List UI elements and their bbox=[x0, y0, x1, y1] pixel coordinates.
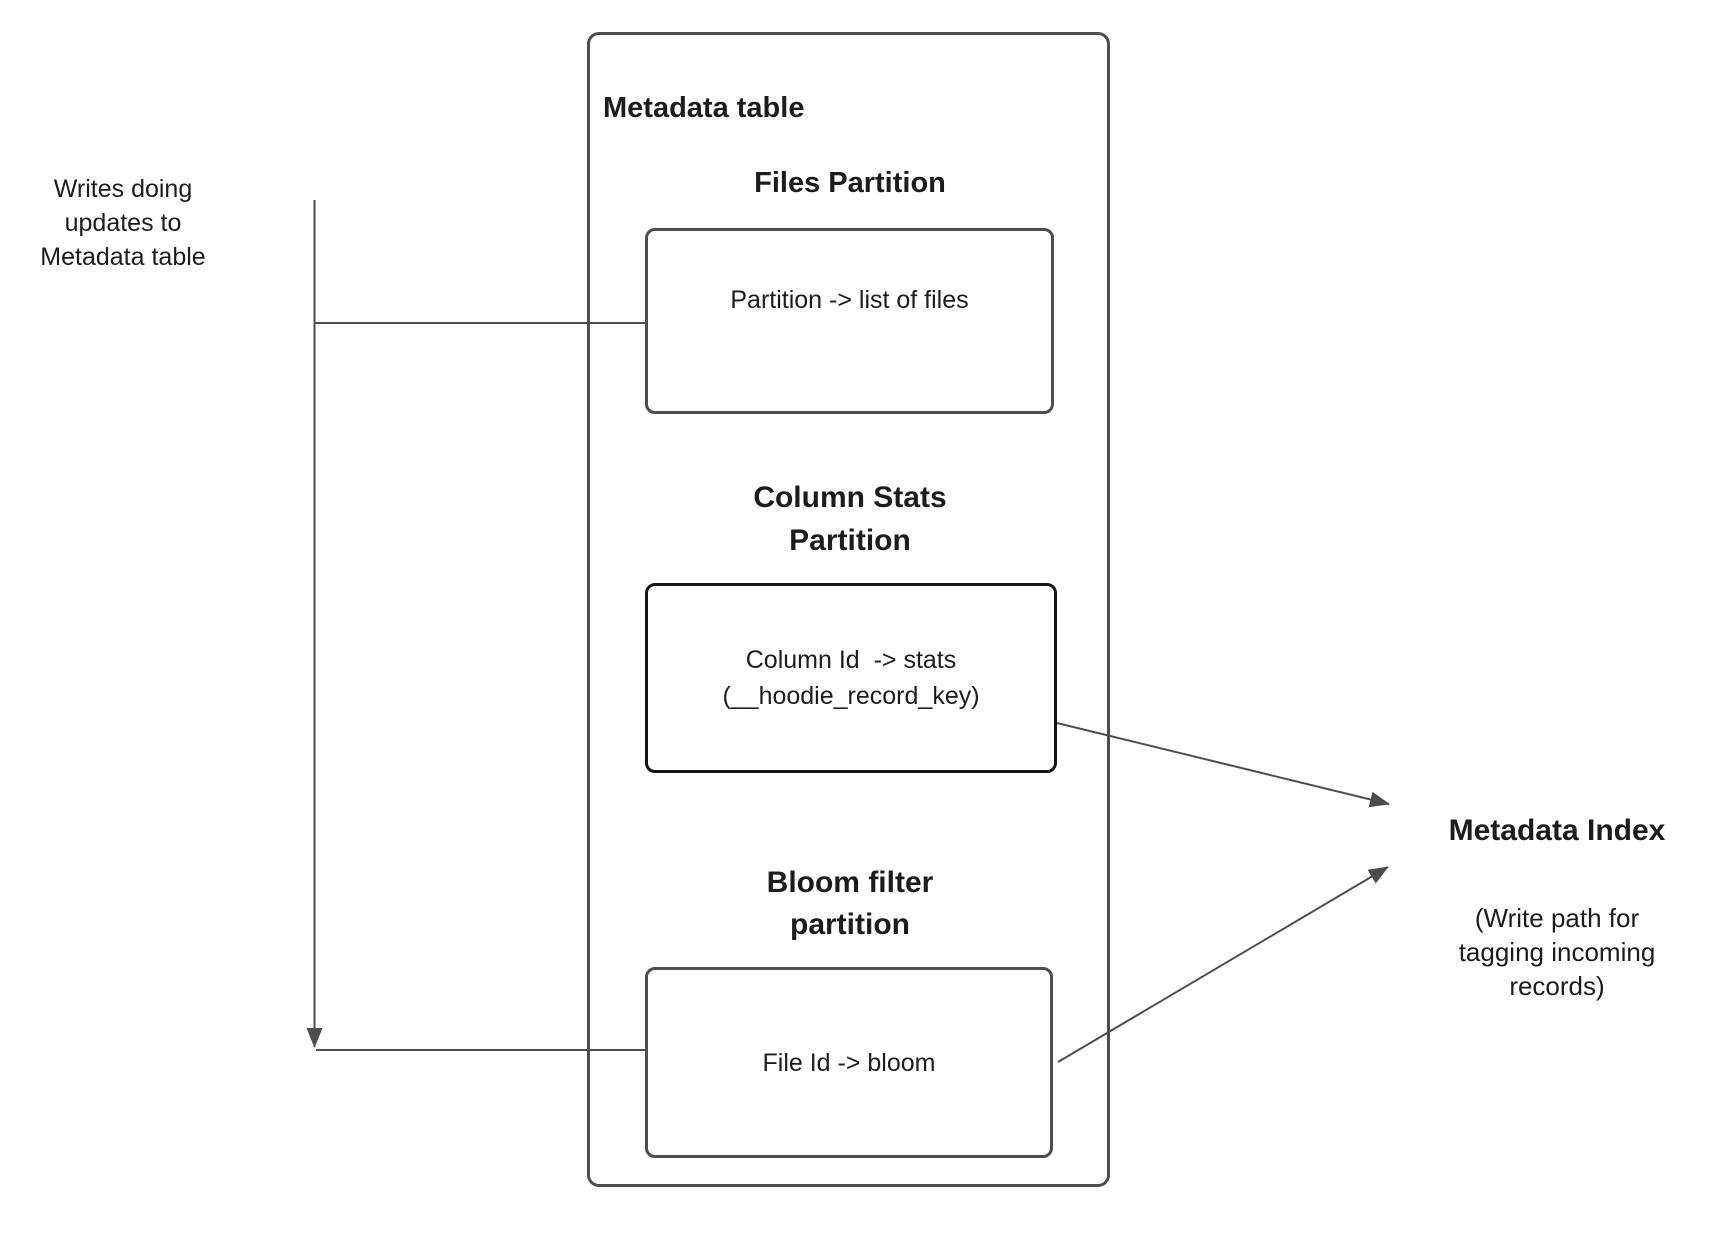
column-stats-heading: Column Stats Partition bbox=[753, 481, 947, 557]
column-stats-body-line1: Column Id -> stats bbox=[745, 646, 957, 674]
metadata-index-title: Metadata Index bbox=[1448, 814, 1666, 847]
writes-note: Writes doing updates to Metadata table bbox=[40, 175, 206, 271]
metadata-table-box bbox=[587, 32, 1110, 1187]
files-partition-body: Partition -> list of files bbox=[730, 286, 969, 314]
bloom-filter-heading: Bloom filter partition bbox=[766, 866, 934, 941]
bloom-filter-box: File Id -> bloom bbox=[645, 967, 1053, 1158]
bloom-filter-body: File Id -> bloom bbox=[762, 1048, 936, 1077]
files-partition-heading: Files Partition bbox=[754, 167, 946, 199]
metadata-index-subtitle: (Write path for tagging incoming records… bbox=[1458, 903, 1656, 1001]
column-stats-box: Column Id -> stats (__hoodie_record_key) bbox=[645, 583, 1057, 773]
files-partition-box: Partition -> list of files bbox=[645, 228, 1054, 414]
metadata-table-title: Metadata table bbox=[603, 92, 805, 124]
column-stats-body-line2: (__hoodie_record_key) bbox=[722, 682, 980, 710]
